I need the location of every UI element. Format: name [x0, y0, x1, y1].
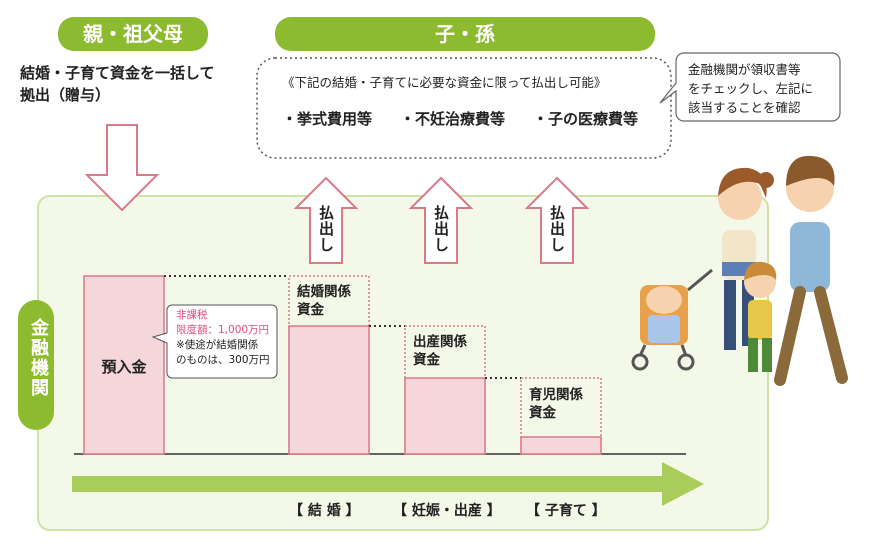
- deposit-bar: [83, 275, 165, 455]
- family-illustration: [631, 155, 848, 386]
- birth-fund-label: 出産関係 資金: [413, 333, 467, 369]
- birth-fund-line1: 出産関係: [413, 334, 467, 350]
- birth-bar: [404, 377, 486, 455]
- timeline-marriage: 【 結 婚 】: [289, 503, 360, 519]
- withdraw-label-1: 払出し: [317, 205, 335, 253]
- callout-line2: 限度額：1,000万円: [176, 324, 270, 336]
- timeline-childcare: 【 子育て 】: [526, 503, 606, 519]
- note-box-border: [659, 52, 841, 122]
- marriage-fund-line1: 結婚関係: [297, 284, 351, 300]
- timeline-pregnancy: 【 妊娠・出産 】: [393, 503, 501, 519]
- info-box-title: 《下記の結婚・子育てに必要な資金に限って払出し可能》: [282, 75, 607, 90]
- info-item-fertility: ・不妊治療費等: [400, 110, 506, 128]
- note-line3: 該当することを確認: [688, 100, 801, 115]
- withdraw-label-3: 払出し: [548, 205, 566, 253]
- children-label: 子・孫: [275, 17, 655, 51]
- bank-label-pill: [18, 300, 54, 430]
- gift-description: 結婚・子育て資金を一括して 拠出（贈与）: [20, 62, 215, 106]
- note-box-text: 金融機関が領収書等 をチェックし、左記に 該当することを確認: [688, 60, 813, 117]
- withdraw-arrow-1: [293, 176, 359, 264]
- gift-description-line2: 拠出（贈与）: [20, 86, 111, 104]
- timeline-arrow: [72, 462, 704, 506]
- parents-label: 親・祖父母: [58, 17, 208, 51]
- withdraw-arrow-2: [408, 176, 474, 264]
- marriage-fund-line2: 資金: [297, 302, 324, 318]
- info-item-wedding: ・挙式費用等: [282, 110, 373, 128]
- withdraw-label-2: 払出し: [432, 205, 450, 253]
- childcare-fund-line2: 資金: [529, 405, 556, 421]
- bank-label: 金融機関: [28, 318, 49, 398]
- marriage-fund-label: 結婚関係 資金: [297, 283, 351, 319]
- callout-line1: 非課税: [176, 309, 208, 321]
- deposit-label: 預入金: [101, 358, 147, 376]
- deposit-arrow: [84, 124, 160, 212]
- childcare-fund-line1: 育児関係: [529, 387, 583, 403]
- info-item-medical: ・子の医療費等: [533, 110, 639, 128]
- note-line1: 金融機関が領収書等: [688, 62, 801, 77]
- note-line2: をチェックし、左記に: [688, 81, 814, 96]
- callout-line3: ※使途が結婚関係: [176, 339, 259, 351]
- marriage-bar: [288, 325, 370, 455]
- childcare-bar: [520, 436, 602, 455]
- callout-line4: のものは、300万円: [176, 354, 270, 366]
- callout-text: 非課税 限度額：1,000万円 ※使途が結婚関係 のものは、300万円: [176, 308, 270, 368]
- birth-fund-line2: 資金: [413, 352, 440, 368]
- gift-description-line1: 結婚・子育て資金を一括して: [20, 64, 215, 82]
- withdraw-arrow-3: [524, 176, 590, 264]
- info-box-border: [256, 57, 672, 159]
- childcare-fund-label: 育児関係 資金: [529, 386, 583, 422]
- callout-box: [151, 304, 278, 379]
